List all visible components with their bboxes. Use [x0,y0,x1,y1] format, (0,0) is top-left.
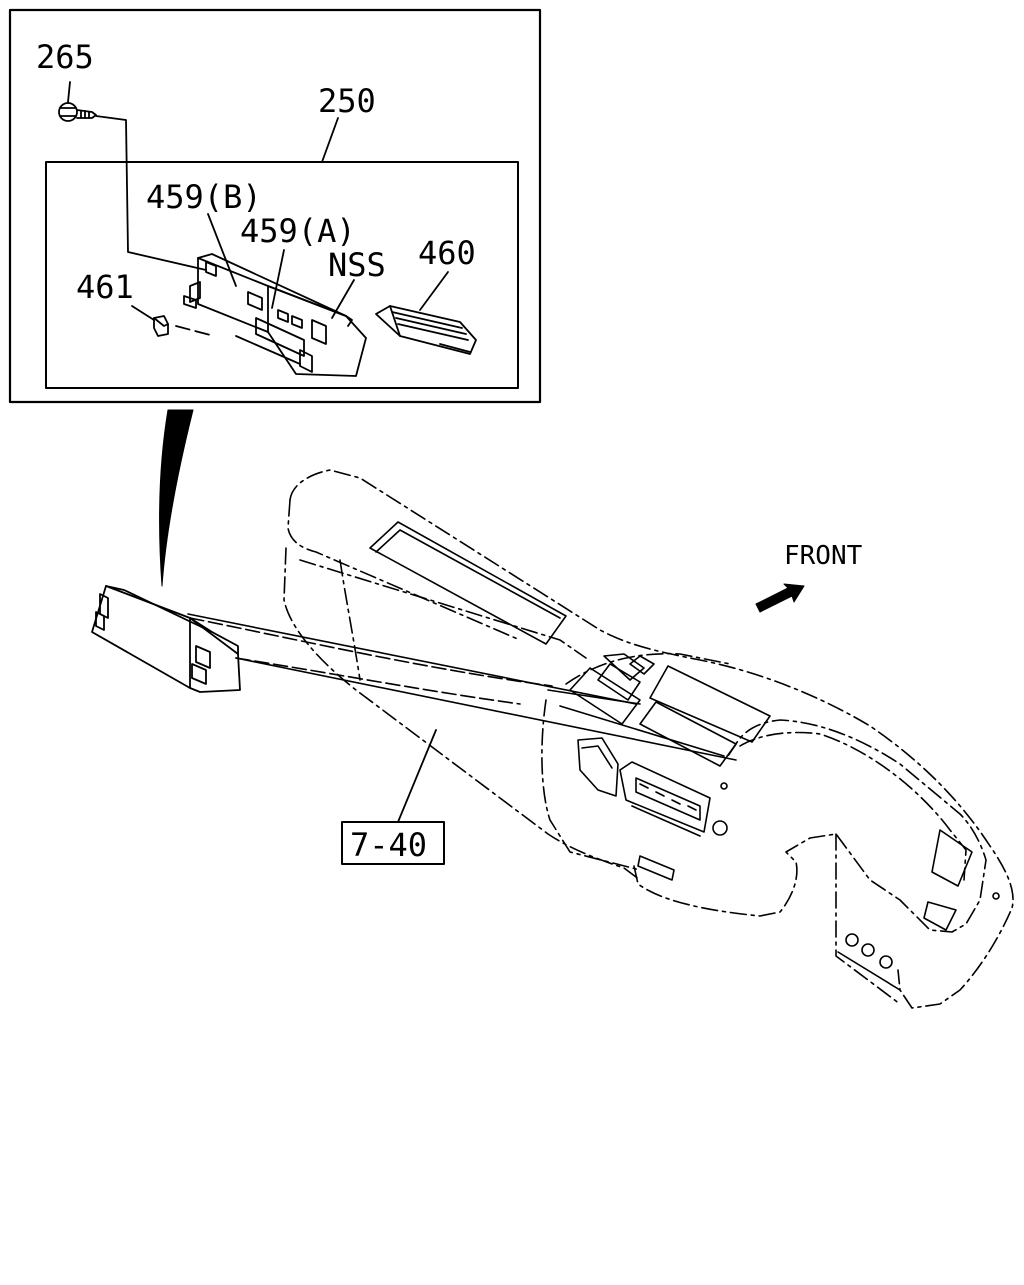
clip-path [175,325,215,337]
leader-7-40 [397,729,437,823]
detail-connector [159,409,194,587]
leader-460 [419,271,449,311]
leader-265 [67,81,71,103]
front-arrow-icon [755,583,805,613]
leader-250 [321,117,339,163]
screw-path [95,115,207,271]
mount-leaders [187,613,737,761]
label-459a: 459(A) [240,212,356,250]
dashboard-outline [283,469,1014,1009]
assembly-frame [45,161,519,389]
label-250: 250 [318,82,376,120]
label-front: FRONT [784,541,863,571]
label-7-40: 7-40 [350,826,427,864]
leader-461 [131,305,155,321]
mounted-unit-icon [91,585,241,693]
clip-icon [153,315,169,337]
leader-459b [207,213,237,287]
leader-nss [331,279,355,319]
panel-icon [375,305,477,355]
reference-box [341,821,445,865]
label-460: 460 [418,234,476,272]
screw-icon [58,102,97,122]
dashboard-details [369,521,1000,991]
label-459b: 459(B) [146,178,262,216]
leader-459a [271,249,285,309]
control-unit-icon [183,253,367,377]
label-461: 461 [76,268,134,306]
detail-inset [8,8,542,404]
label-nss: NSS [328,246,386,284]
label-265: 265 [36,38,94,76]
inset-frame [8,8,542,404]
